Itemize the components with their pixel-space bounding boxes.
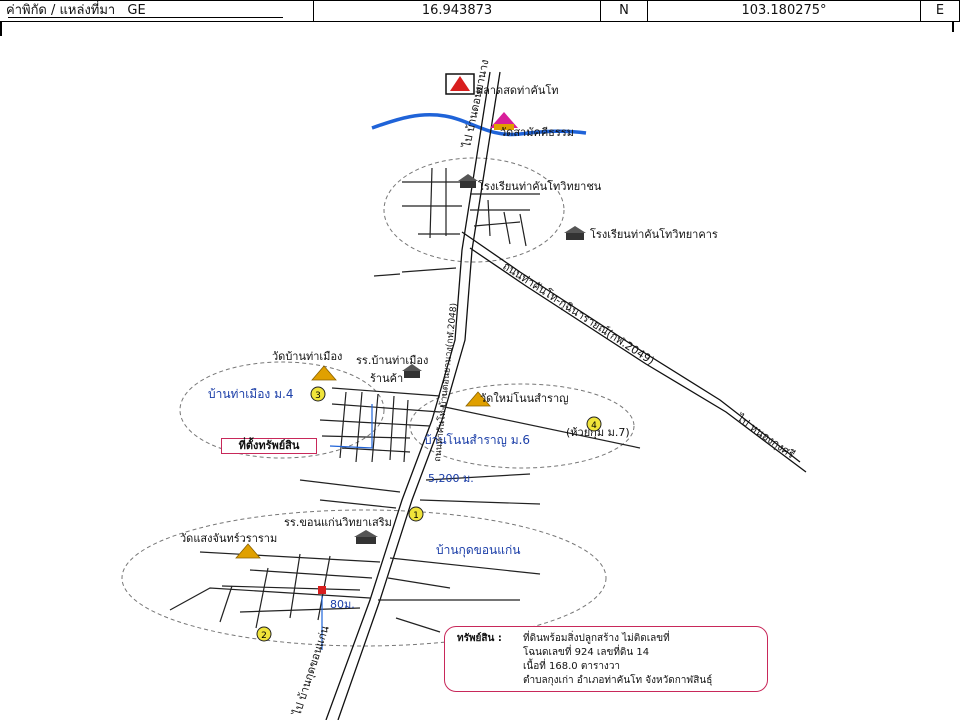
- label-temple-samakkhi: วัดสามัคคีธรรม: [500, 126, 574, 139]
- label-road-diagonal: ถนนท่าคันโท-กุฉินารายณ์(กฬ.2049): [500, 259, 657, 368]
- school-khonkaen-icon: [354, 530, 378, 544]
- coord-underline: [8, 17, 283, 18]
- circle-non-samran: [409, 383, 635, 469]
- label-school-tkt-kindergarten: โรงเรียนท่าคันโทวิทยาชน: [478, 179, 602, 193]
- label-distance-2: 80ม.: [330, 598, 355, 611]
- info-line-4: ตำบลกุงเก่า อำเภอท่าคันโท จังหวัดกาฬสินธ…: [523, 675, 713, 686]
- school-tkt-witthayakhan-icon: [564, 226, 586, 240]
- temple-saengchan-icon: [235, 543, 261, 559]
- property-info-box: ทรัพย์สิน : ที่ดินพร้อมสิ่งปลูกสร้าง ไม่…: [444, 626, 768, 692]
- marker-2: 2: [256, 626, 272, 642]
- temple-banthamuang-icon: [311, 365, 337, 381]
- label-road-north: ไป บ้านดอนยานาง: [460, 58, 492, 149]
- label-distance-1: 5,200 ม.: [428, 472, 474, 485]
- market-icon: [445, 73, 475, 95]
- info-line-1: ที่ดินพร้อมสิ่งปลูกสร้าง ไม่ติดเลขที่: [523, 633, 670, 644]
- label-road-east: (ห้วยกุ่ม ม.7): [566, 426, 630, 439]
- marker-1: 1: [408, 506, 424, 522]
- kut-khonkaen-streets: [169, 473, 541, 633]
- info-line-2: โฉนดเลขที่ 924 เลขที่ดิน 14: [523, 647, 650, 658]
- coord-source: GE: [127, 3, 146, 18]
- marker-4: 4: [586, 416, 602, 432]
- tha-muang-streets: [319, 387, 641, 463]
- latitude-cell: 16.943873: [313, 0, 601, 22]
- temple-nonsaran-icon: [465, 391, 491, 407]
- distance-line-1: [329, 404, 373, 449]
- label-shop: ร้านค้า: [370, 372, 403, 385]
- frame-left-edge: [0, 22, 2, 36]
- label-temple-banthamuang: วัดบ้านท่าเมือง: [272, 350, 342, 363]
- marker-2-text: 2: [261, 631, 267, 641]
- school-tkt-kindergarten-icon: [458, 174, 478, 188]
- property-location-label: ที่ตั้งทรัพย์สิน: [221, 438, 317, 454]
- frame-right-edge: [952, 22, 954, 32]
- label-temple-nonsaran: วัดใหม่โนนสำราญ: [480, 391, 569, 405]
- marker-3: 3: [310, 386, 326, 402]
- label-village-non-samran: บ้านโนนสำราญ ม.6: [424, 433, 530, 447]
- marker-4-text: 4: [591, 421, 597, 431]
- marker-1-text: 1: [413, 511, 419, 521]
- lat-dir-cell: N: [600, 0, 648, 22]
- circle-town-center: [383, 157, 565, 263]
- label-road-northeast: ไป หนองกุงศรี: [733, 411, 797, 461]
- diagonal-road: [461, 231, 807, 473]
- info-row-1: ทรัพย์สิน : ที่ดินพร้อมสิ่งปลูกสร้าง ไม่…: [457, 632, 759, 646]
- label-market: ตลาดสดท่าคันโท: [476, 83, 559, 97]
- label-school-tkt-witthayakhan: โรงเรียนท่าคันโทวิทยาคาร: [590, 227, 718, 241]
- label-village-tha-muang: บ้านท่าเมือง ม.4: [208, 387, 293, 401]
- label-school-khonkaen: รร.ขอนแก่นวิทยาเสริม: [284, 516, 392, 529]
- label-school-banthamuang: รร.บ้านท่าเมือง: [356, 354, 428, 367]
- coord-label-cell: ค่าพิกัด / แหล่งที่มา GE: [0, 0, 314, 22]
- label-village-kut-khonkaen: บ้านกุดขอนแก่น: [436, 543, 520, 558]
- info-row-3: เนื้อที่ 168.0 ตารางวา: [457, 660, 759, 674]
- info-row-2: โฉนดเลขที่ 924 เลขที่ดิน 14: [457, 646, 759, 660]
- town-streets: [373, 167, 540, 277]
- label-temple-saengchan: วัดแสงจันทร์วราราม: [180, 532, 277, 545]
- temple-samakkhi-icon: [490, 112, 518, 130]
- property-marker: [318, 586, 326, 594]
- coord-label: ค่าพิกัด / แหล่งที่มา: [6, 3, 116, 18]
- coordinate-bar: ค่าพิกัด / แหล่งที่มา GE 16.943873 N 103…: [0, 0, 960, 24]
- label-road-south: ไป บ้านกุดขอนแก่น: [290, 624, 332, 718]
- marker-3-text: 3: [315, 391, 321, 401]
- longitude-cell: 103.180275°: [647, 0, 921, 22]
- info-line-3: เนื้อที่ 168.0 ตารางวา: [523, 661, 621, 672]
- info-key: ทรัพย์สิน :: [457, 633, 502, 644]
- school-banthamuang-icon: [402, 364, 422, 378]
- circle-tha-muang: [179, 361, 385, 459]
- info-row-4: ตำบลกุงเก่า อำเภอท่าคันโท จังหวัดกาฬสินธ…: [457, 674, 759, 688]
